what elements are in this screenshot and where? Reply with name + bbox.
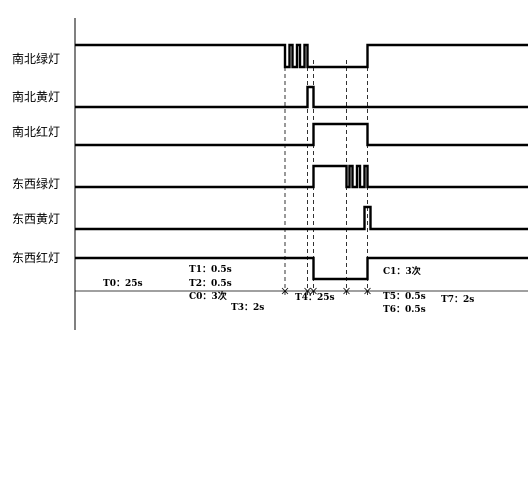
- dimension-tick-2: [310, 287, 317, 295]
- waveform-ns-red: [75, 122, 528, 147]
- annotation-c1: C1：3次: [383, 265, 421, 277]
- annotation-t1: T1：0.5s: [189, 265, 232, 275]
- dimension-tick-3: [343, 287, 350, 295]
- dimension-tick-1: [304, 287, 311, 295]
- annotation-t2: T2：0.5s: [189, 279, 232, 289]
- signal-label-ew-red: 东西红灯: [12, 250, 60, 265]
- waveform-ns-green: [75, 43, 528, 69]
- annotation-t7: T7：2s: [441, 295, 474, 305]
- signal-label-ns-red: 南北红灯: [12, 124, 60, 139]
- waveform-ew-yellow: [75, 205, 528, 231]
- dimension-line: [75, 287, 528, 295]
- dimension-tick-4: [364, 287, 371, 295]
- waveform-ew-red: [75, 256, 528, 281]
- signal-label-ew-green: 东西绿灯: [12, 176, 60, 191]
- signal-label-ns-green: 南北绿灯: [12, 51, 60, 66]
- time-marker-lines: [284, 60, 368, 296]
- waveform-ew-green: [75, 164, 528, 189]
- signal-labels: 南北绿灯 南北黄灯 南北红灯 东西绿灯 东西黄灯 东西红灯: [12, 51, 60, 265]
- waveform-ns-yellow: [75, 85, 528, 109]
- annotation-t5: T5：0.5s: [383, 292, 426, 302]
- annotation-t4: T4：25s: [295, 293, 335, 303]
- timing-annotations: T0：25s T1：0.5s T2：0.5s C0：3次 T3：2s T4：25…: [103, 265, 474, 315]
- annotation-c0: C0：3次: [189, 290, 227, 302]
- annotation-t3: T3：2s: [231, 303, 264, 313]
- signal-label-ns-yellow: 南北黄灯: [12, 89, 60, 104]
- signal-waveforms: [75, 43, 528, 281]
- annotation-t6: T6：0.5s: [383, 305, 426, 315]
- annotation-t0: T0：25s: [103, 279, 143, 289]
- signal-label-ew-yellow: 东西黄灯: [12, 212, 60, 226]
- dimension-tick-0: [281, 287, 289, 295]
